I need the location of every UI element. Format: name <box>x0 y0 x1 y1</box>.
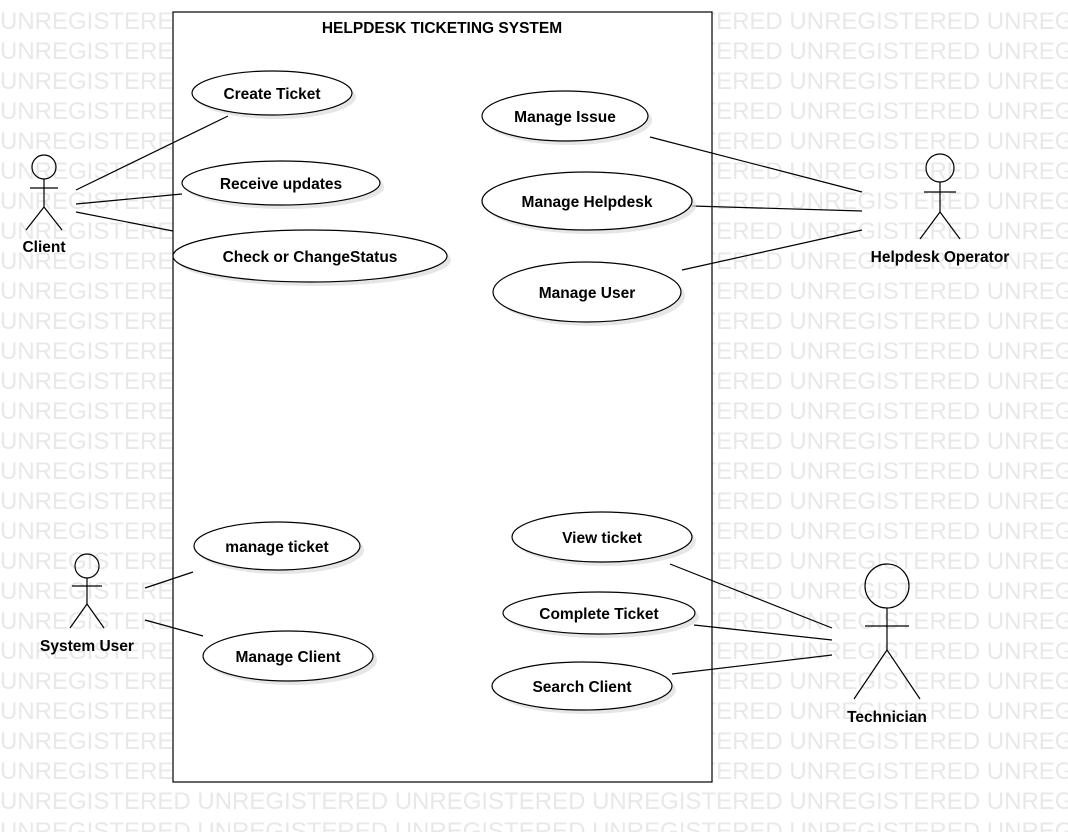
use-case-manage-client[interactable]: Manage Client <box>202 630 377 685</box>
use-cases: Create Ticket Receive updates Check or C… <box>172 70 699 714</box>
use-case-complete-ticket[interactable]: Complete Ticket <box>502 591 699 638</box>
use-case-view-ticket[interactable]: View ticket <box>511 511 696 566</box>
use-case-manage-issue-ellipse <box>481 90 649 142</box>
stick-figure-icon <box>25 154 63 231</box>
association-operator-manage-user <box>681 229 863 271</box>
association-client-receive-updates <box>75 193 183 205</box>
use-case-label: Manage Issue <box>514 109 616 126</box>
association-system-user-manage-ticket <box>144 571 194 589</box>
use-case-label: Search Client <box>532 679 631 696</box>
watermark-text: UNREGISTERED UNREGISTERED UNREGISTERED U… <box>0 818 1068 832</box>
use-case-label: manage ticket <box>225 539 328 556</box>
actor-helpdesk-operator[interactable]: Helpdesk Operator <box>871 153 1010 266</box>
association-technician-view-ticket <box>669 563 833 629</box>
use-case-manage-user-ellipse <box>492 261 682 323</box>
use-case-search-client[interactable]: Search Client <box>491 661 676 714</box>
watermark-text: UNREGISTERED UNREGISTERED UNREGISTERED U… <box>0 788 1068 815</box>
system-title: HELPDESK TICKETING SYSTEM <box>322 20 562 37</box>
association-technician-search-client <box>671 654 833 675</box>
actor-label: Client <box>22 239 65 256</box>
actor-client[interactable]: Client <box>22 154 66 256</box>
use-case-create-ticket-ellipse <box>191 70 353 116</box>
use-case-check-status[interactable]: Check or ChangeStatus <box>172 229 451 286</box>
use-case-check-status-ellipse <box>172 229 448 283</box>
actors: Client Helpdesk Operator System User <box>22 153 1010 726</box>
association-technician-complete-ticket <box>693 624 833 641</box>
use-case-label: Complete Ticket <box>539 606 658 623</box>
use-case-manage-issue[interactable]: Manage Issue <box>481 90 652 145</box>
use-case-label: Create Ticket <box>223 86 320 103</box>
associations <box>75 115 863 675</box>
association-operator-manage-helpdesk <box>691 205 863 212</box>
use-case-label: Check or ChangeStatus <box>223 249 398 266</box>
actor-label: Technician <box>847 709 927 726</box>
stick-figure-icon <box>919 153 961 240</box>
actor-technician[interactable]: Technician <box>847 563 927 726</box>
association-system-user-manage-client <box>144 619 204 637</box>
use-case-manage-client-ellipse <box>202 630 374 682</box>
use-case-manage-helpdesk[interactable]: Manage Helpdesk <box>481 171 696 234</box>
actor-label: Helpdesk Operator <box>871 249 1010 266</box>
use-case-manage-helpdesk-ellipse <box>481 171 693 231</box>
use-case-search-client-ellipse <box>491 661 673 711</box>
use-case-receive-updates[interactable]: Receive updates <box>181 160 384 209</box>
use-case-label: Receive updates <box>220 176 342 193</box>
use-case-create-ticket[interactable]: Create Ticket <box>191 70 356 119</box>
use-case-view-ticket-ellipse <box>511 511 693 563</box>
use-case-label: Manage User <box>539 285 635 302</box>
use-case-label: Manage Client <box>235 649 340 666</box>
actor-system-user[interactable]: System User <box>40 553 134 655</box>
use-case-label: Manage Helpdesk <box>522 194 653 211</box>
actor-label: System User <box>40 638 134 655</box>
use-case-manage-user[interactable]: Manage User <box>492 261 685 326</box>
stick-figure-icon <box>69 553 105 629</box>
association-client-check-status <box>75 211 174 232</box>
association-operator-manage-issue <box>649 136 863 193</box>
use-case-complete-ticket-ellipse <box>502 591 696 635</box>
stick-figure-icon <box>853 563 921 700</box>
use-case-manage-ticket[interactable]: manage ticket <box>193 521 364 574</box>
use-case-manage-ticket-ellipse <box>193 521 361 571</box>
use-case-receive-updates-ellipse <box>181 160 381 206</box>
association-client-create-ticket <box>75 115 229 191</box>
use-case-label: View ticket <box>562 530 642 547</box>
